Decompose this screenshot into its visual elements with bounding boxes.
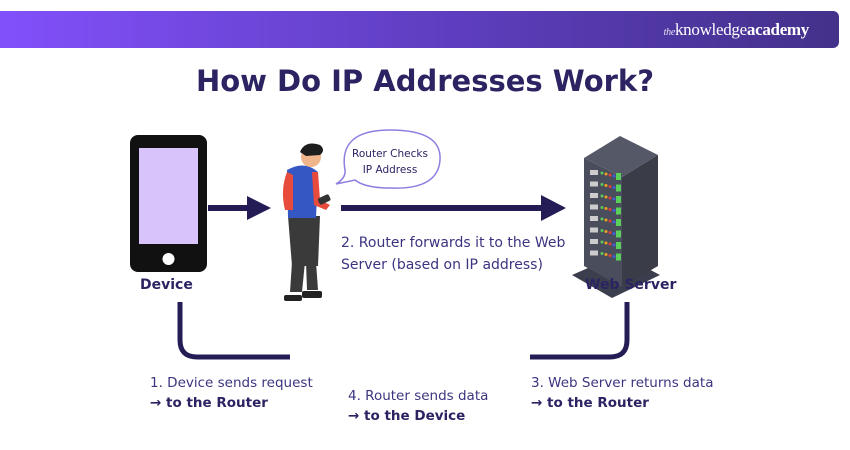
server-slot [590,204,598,210]
server-slot [604,230,608,233]
server-slot [604,195,608,199]
server-slot [616,184,621,192]
arrow-router-to-server [341,195,566,221]
speech-bubble [335,129,441,189]
server-slot [608,208,612,211]
page-title: How Do IP Addresses Work? [195,64,655,98]
step-4: 4. Router sends data → to the Device [348,386,488,426]
server-slot [590,239,598,244]
server-slot [612,255,616,258]
arrow-device-to-router [208,196,271,220]
server-slot [608,173,612,177]
server-slot [590,216,598,221]
server-slot [604,207,608,210]
server-slot [612,186,616,189]
server-slot [608,196,612,200]
server-slot [612,197,616,201]
server-slot [612,232,616,235]
server-slot [608,231,612,234]
logo-main: knowledge [674,20,747,39]
connector-step3 [530,302,630,360]
server-slot [590,250,598,256]
server-slot [616,207,621,215]
step-1: 1. Device sends request → to the Router [150,373,313,413]
phone-icon [130,135,207,272]
step-2: 2. Router forwards it to the Web Server … [341,232,565,276]
step-1-line-1: 1. Device sends request [150,375,313,391]
step-4-line-2: → to the Device [348,408,466,424]
server-slot [608,219,612,223]
server-slot [590,170,598,175]
step-3-line-2: → to the Router [531,395,649,411]
server-slot [604,172,608,176]
server-slot [604,253,608,256]
step-4-line-1: 4. Router sends data [348,388,489,404]
server-slot [604,218,608,222]
server-slot [600,194,604,198]
step-2-line-2: Server (based on IP address) [341,257,543,273]
server-slot [590,227,598,233]
server-icon [572,136,660,298]
step-3: 3. Web Server returns data → to the Rout… [531,373,713,413]
server-slot [616,253,621,261]
server-slot [590,193,598,198]
server-slot [600,217,604,221]
server-slot [616,230,621,238]
step-1-line-2: → to the Router [150,395,268,411]
server-slot [616,173,621,180]
server-slot [612,209,616,212]
bubble-line-2: IP Address [362,164,418,176]
server-slot [608,254,612,257]
header-banner: theknowledgeacademy [0,11,839,48]
server-slot [616,219,621,226]
router-person-icon [282,143,331,301]
server-label: Web Server [585,277,677,293]
step-3-line-1: 3. Web Server returns data [531,375,714,391]
server-slot [612,174,616,178]
server-slot [612,220,616,224]
step-2-line-1: 2. Router forwards it to the Web [341,235,566,251]
server-slot [600,252,604,255]
logo-prefix: the [663,27,676,38]
logo-bold: academy [746,20,809,39]
server-slot [612,243,616,247]
server-slot [608,185,612,188]
server-slot [600,206,604,209]
server-slot [604,184,608,187]
server-slot [590,181,598,187]
bubble-text: Router Checks IP Address [348,146,432,178]
server-slot [616,242,621,249]
bubble-line-1: Router Checks [352,148,428,160]
server-slot [608,242,612,246]
server-slot [600,240,604,244]
server-slot [600,183,604,186]
server-slot [600,171,604,175]
connector-step1 [177,302,290,360]
server-slot [600,229,604,232]
device-label: Device [140,277,193,293]
brand-logo: theknowledgeacademy [663,20,810,40]
server-slot [616,196,621,203]
server-slot [604,241,608,245]
